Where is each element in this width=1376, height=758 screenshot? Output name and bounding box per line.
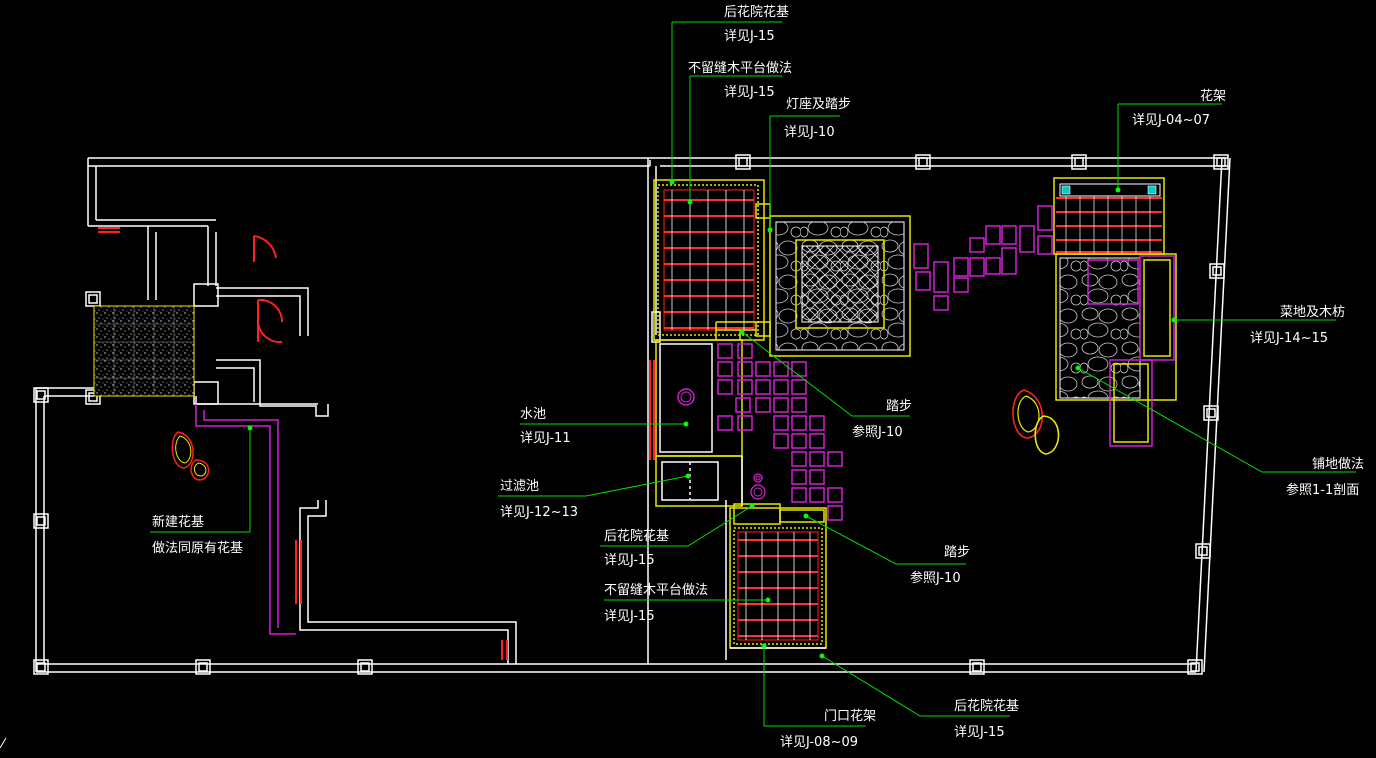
annotation-deck-bottom: 不留缝木平台做法 详见J-15 xyxy=(604,583,708,624)
pergola-plan xyxy=(1053,177,1165,255)
annotation-stepping-bottom: 踏步 参照J-10 xyxy=(910,545,970,586)
annotation-ref: 详见J-08~09 xyxy=(780,735,858,750)
annotation-title: 新建花基 xyxy=(152,514,204,530)
annotation-title: 水池 xyxy=(520,407,546,422)
new-planter-outline xyxy=(195,404,296,635)
annotation-deck-top: 不留缝木平台做法 详见J-15 xyxy=(688,61,792,100)
vegetable-plot xyxy=(1055,253,1177,447)
annotation-title: 不留缝木平台做法 xyxy=(688,61,792,76)
leader-lines xyxy=(150,21,1356,727)
annotation-ref: 详见J-15 xyxy=(724,85,775,100)
annotation-title: 铺地做法 xyxy=(1312,457,1364,472)
annotation-paving-method: 铺地做法 参照1-1剖面 xyxy=(1286,457,1364,498)
annotation-title: 过滤池 xyxy=(500,479,539,494)
stepping-stones-right xyxy=(913,205,1053,311)
annotation-pergola: 花架 详见J-04~07 xyxy=(1132,88,1226,128)
annotation-ref: 参照J-10 xyxy=(910,570,961,586)
red-openings xyxy=(98,227,655,660)
annotation-ref: 详见J-04~07 xyxy=(1132,113,1210,128)
right-shrubs xyxy=(1012,389,1060,455)
annotation-back-garden-planter-bottom: 后花院花基 详见J-15 xyxy=(954,698,1019,740)
annotation-pond: 水池 详见J-11 xyxy=(520,407,571,446)
annotation-back-garden-planter-top: 后花院花基 详见J-15 xyxy=(724,4,789,44)
annotation-ref: 详见J-15 xyxy=(724,29,775,44)
annotation-ref: 详见J-12~13 xyxy=(500,505,578,520)
annotation-title: 菜地及木枋 xyxy=(1280,304,1345,320)
left-paving-pad xyxy=(93,305,195,397)
step-lip xyxy=(715,321,756,340)
annotation-back-garden-planter-mid: 后花院花基 详见J-15 xyxy=(604,528,669,568)
annotation-ref: 详见J-10 xyxy=(784,125,835,140)
annotation-title: 后花院花基 xyxy=(604,528,669,544)
bottom-deck xyxy=(725,500,827,660)
leader-dots xyxy=(247,179,1177,659)
annotation-title: 门口花架 xyxy=(824,708,876,724)
annotation-door-pergola: 门口花架 详见J-08~09 xyxy=(780,708,876,750)
annotation-title: 后花院花基 xyxy=(724,4,789,20)
structural-columns xyxy=(33,154,1229,675)
annotation-title: 踏步 xyxy=(886,399,912,414)
fountain-circles xyxy=(750,473,766,500)
annotation-ref: 参照J-10 xyxy=(852,424,903,440)
annotation-ref: 详见J-14~15 xyxy=(1250,331,1328,346)
annotation-ref: 参照1-1剖面 xyxy=(1286,482,1359,498)
annotation-new-planter: 新建花基 做法同原有花基 xyxy=(152,514,243,556)
annotation-stepping-top: 踏步 参照J-10 xyxy=(852,399,912,440)
annotation-lamp-steps: 灯座及踏步 详见J-10 xyxy=(784,97,851,140)
stepping-stones-center xyxy=(717,343,843,521)
annotation-ref: 详见J-15 xyxy=(604,553,655,568)
annotation-title: 灯座及踏步 xyxy=(786,97,851,112)
annotation-ref: 详见J-11 xyxy=(520,431,571,446)
annotation-veg-plot: 菜地及木枋 详见J-14~15 xyxy=(1250,304,1345,346)
left-paving-grid xyxy=(94,306,194,396)
annotation-filter-pond: 过滤池 详见J-12~13 xyxy=(500,479,578,520)
annotation-title: 踏步 xyxy=(944,545,970,560)
door-swings xyxy=(253,235,284,344)
top-deck xyxy=(653,179,765,341)
ucs-corner-mark xyxy=(0,737,7,749)
annotation-ref: 详见J-15 xyxy=(604,609,655,624)
annotation-title: 后花院花基 xyxy=(954,698,1019,714)
annotation-title: 不留缝木平台做法 xyxy=(604,583,708,598)
left-shrubs xyxy=(171,431,210,481)
central-plaza xyxy=(769,215,911,357)
annotation-ref: 做法同原有花基 xyxy=(152,540,243,556)
annotation-ref: 详见J-15 xyxy=(954,725,1005,740)
annotation-title: 花架 xyxy=(1200,88,1226,104)
filter-pond-area xyxy=(655,455,743,507)
